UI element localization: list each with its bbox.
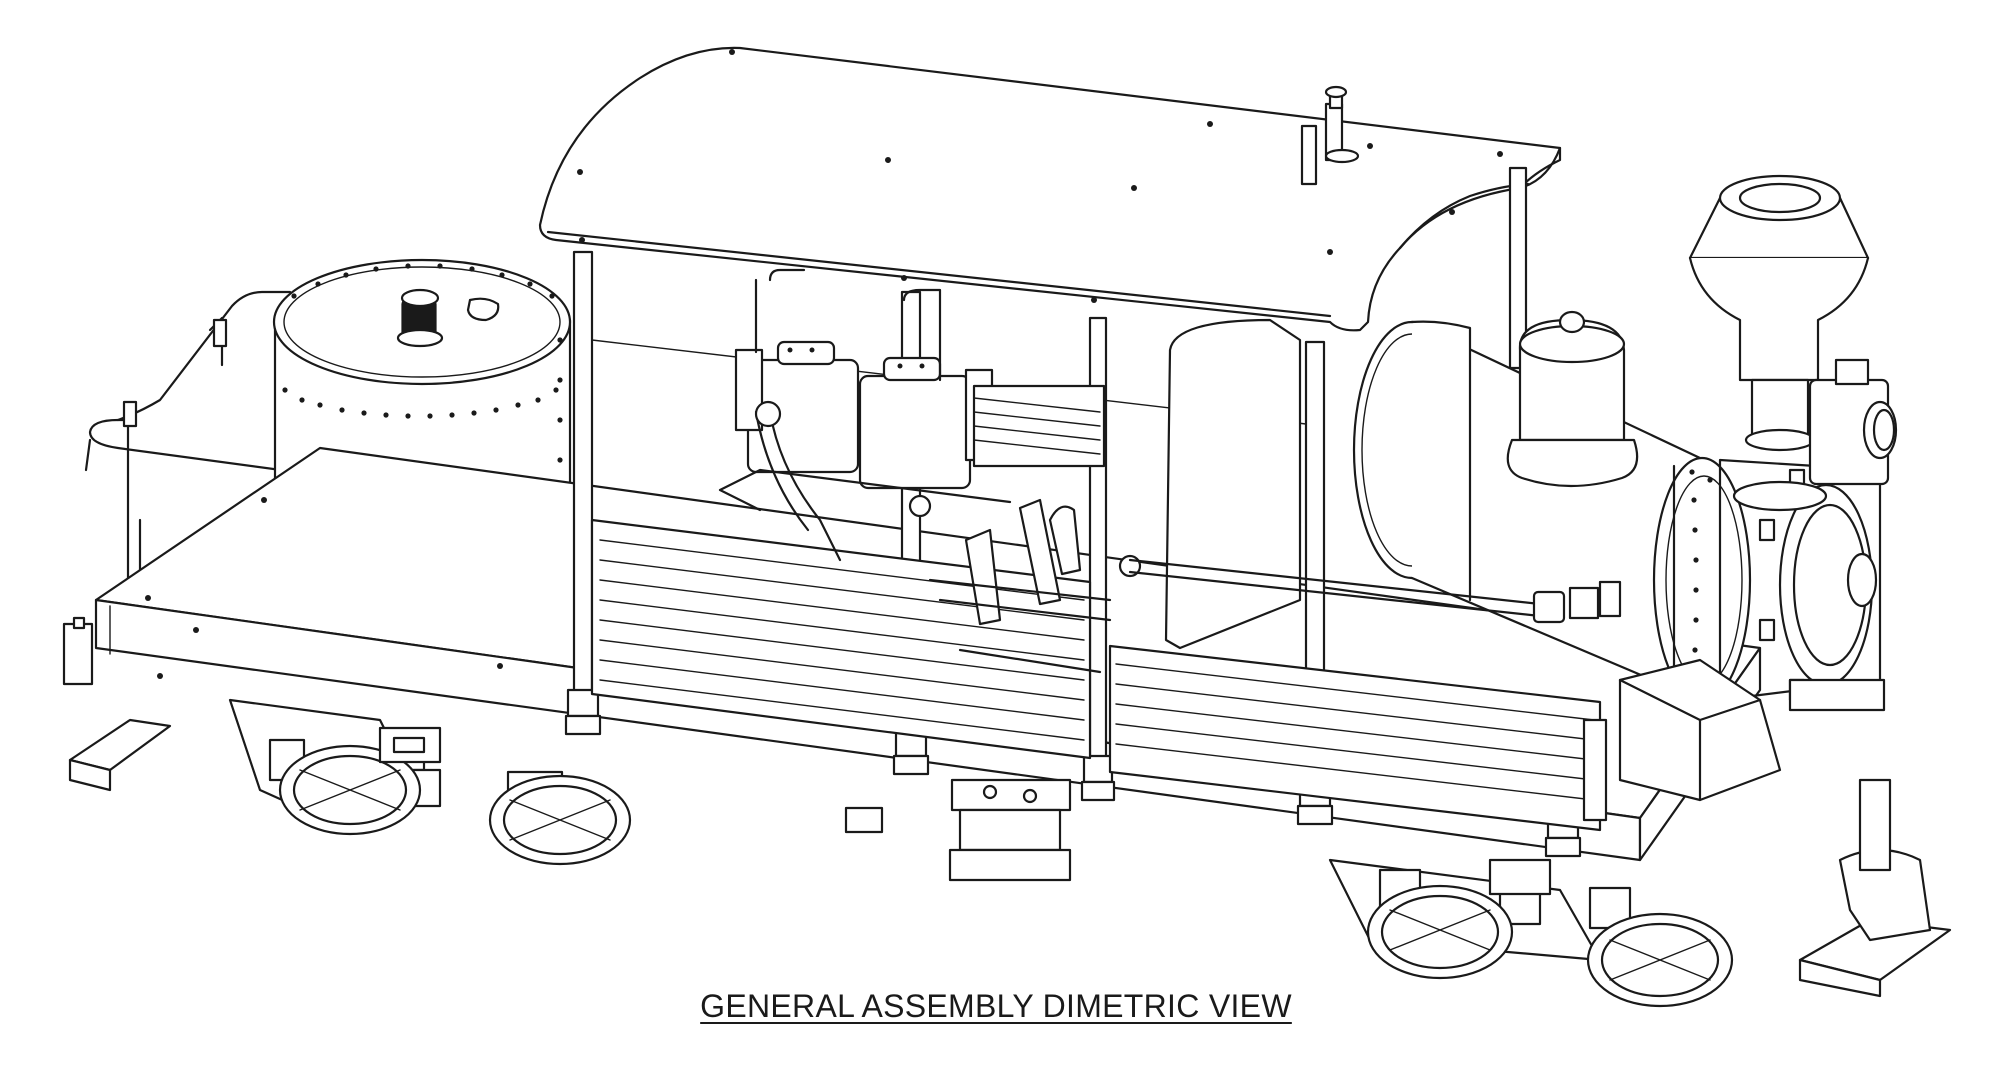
boiler xyxy=(1166,320,1880,702)
engine-unit xyxy=(736,270,1104,560)
smokebox-door xyxy=(1760,470,1876,700)
roof-whistle xyxy=(1302,87,1358,184)
rear-bogie xyxy=(70,700,630,864)
tank-filler-cap xyxy=(398,290,498,346)
front-bogie xyxy=(1330,780,1950,1006)
injector-pipe xyxy=(1130,560,1620,622)
center-coupler xyxy=(846,780,1070,880)
chimney xyxy=(1690,176,1868,510)
cab-roof xyxy=(540,48,1560,330)
controls xyxy=(720,470,1140,672)
cab-posts xyxy=(566,168,1580,856)
front-cowl xyxy=(1620,660,1884,800)
drawing-caption: GENERAL ASSEMBLY DIMETRIC VIEW xyxy=(700,988,1292,1024)
steam-dome xyxy=(1508,312,1637,486)
headlamp xyxy=(1810,360,1896,484)
